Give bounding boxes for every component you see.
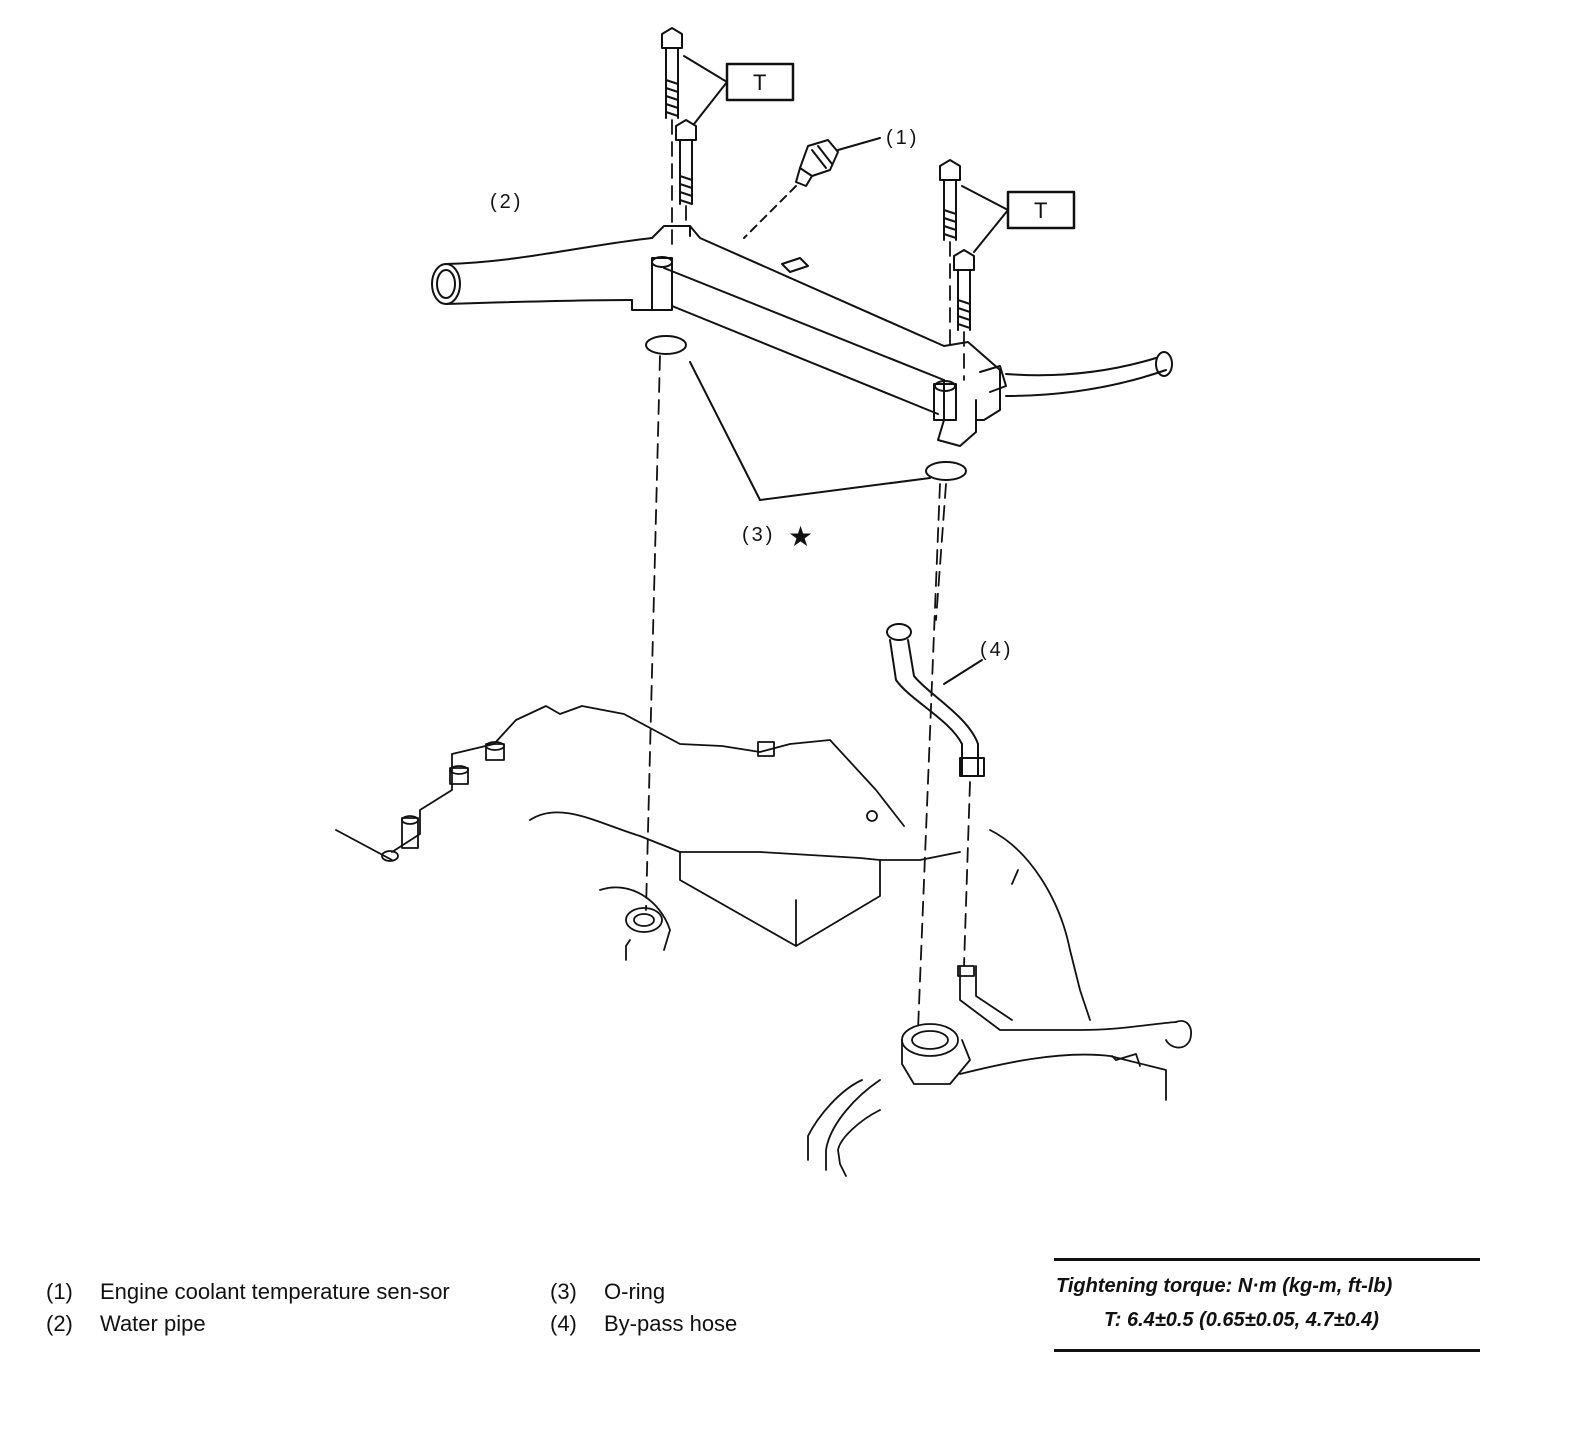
legend-number: (2) bbox=[46, 1311, 73, 1336]
legend-column-1: (1) Engine coolant temperature sen-sor (… bbox=[46, 1276, 456, 1340]
coolant-temperature-sensor bbox=[795, 137, 881, 187]
legend-item: (1) Engine coolant temperature sen-sor bbox=[46, 1276, 456, 1308]
bolt-right-short bbox=[953, 249, 975, 331]
exploded-parts-diagram: (1) (2) (3) ★ (4) T T bbox=[335, 27, 1192, 1177]
by-pass-hose bbox=[886, 623, 985, 777]
water-pipe bbox=[431, 225, 1173, 447]
callout-3: (3) bbox=[742, 524, 775, 546]
legend-item: (3) O-ring bbox=[550, 1276, 890, 1308]
legend-text: O-ring bbox=[604, 1279, 666, 1304]
torque-title: Tightening torque: N·m (kg-m, ft-lb) bbox=[1056, 1275, 1393, 1297]
legend-item: (4) By-pass hose bbox=[550, 1308, 890, 1340]
legend-number: (4) bbox=[550, 1311, 577, 1336]
bolt-right-long bbox=[939, 159, 961, 241]
legend-item: (2) Water pipe bbox=[46, 1308, 456, 1340]
legend-text: Water pipe bbox=[100, 1311, 206, 1336]
callout-4: (4) bbox=[980, 639, 1013, 661]
bolt-left-long bbox=[661, 27, 683, 119]
legend-text: By-pass hose bbox=[604, 1311, 738, 1336]
torque-tag-right: T bbox=[1034, 198, 1047, 223]
bolt-left-short bbox=[675, 119, 697, 205]
o-ring-right bbox=[925, 461, 967, 481]
torque-spec-box: Tightening torque: N·m (kg-m, ft-lb) T: … bbox=[1054, 1258, 1480, 1352]
torque-tag-left: T bbox=[753, 70, 766, 95]
o-ring-left bbox=[645, 335, 687, 355]
legend-text: Engine coolant temperature sen-sor bbox=[100, 1279, 450, 1304]
callout-1: (1) bbox=[886, 127, 919, 149]
star-icon: ★ bbox=[788, 520, 813, 553]
engine-block bbox=[335, 705, 1192, 1177]
legend-number: (1) bbox=[46, 1279, 73, 1304]
legend-column-2: (3) O-ring (4) By-pass hose bbox=[550, 1276, 890, 1340]
legend-number: (3) bbox=[550, 1279, 577, 1304]
torque-value: T: 6.4±0.5 (0.65±0.05, 4.7±0.4) bbox=[1104, 1309, 1379, 1331]
callout-2: (2) bbox=[490, 191, 523, 213]
